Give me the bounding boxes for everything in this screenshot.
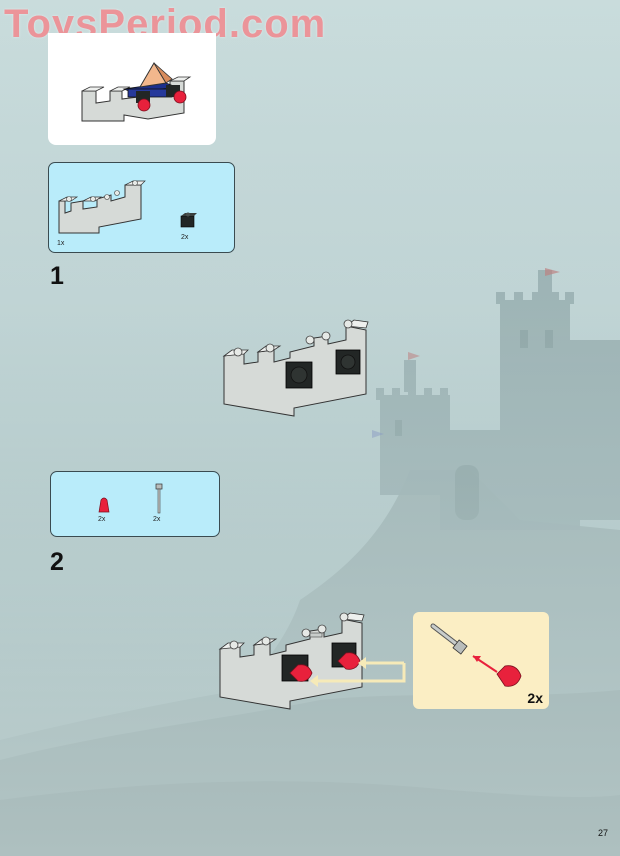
parts-2-qty-bar: 2x bbox=[153, 516, 161, 523]
step-number-1: 1 bbox=[50, 262, 64, 290]
previous-step-result bbox=[48, 33, 216, 145]
parts-2-qty-cone: 2x bbox=[98, 516, 106, 523]
parts-1-qty-brick: 2x bbox=[181, 234, 189, 241]
subassembly-image bbox=[430, 623, 522, 687]
subassembly-qty: 2x bbox=[527, 690, 543, 706]
gray-bar-part bbox=[155, 483, 163, 514]
red-cone-part bbox=[98, 497, 110, 513]
page-number: 27 bbox=[597, 828, 608, 838]
black-brick-part bbox=[180, 212, 197, 228]
parts-list-1: 1x 2x bbox=[48, 162, 235, 253]
curved-castle-wall-part bbox=[58, 180, 146, 234]
parts-1-qty-wall: 1x bbox=[57, 240, 65, 247]
step-1-assembly-image bbox=[222, 319, 369, 417]
previous-assembly-image bbox=[81, 62, 192, 122]
parts-list-2: 2x 2x bbox=[50, 471, 220, 537]
step-number-2: 2 bbox=[50, 548, 64, 576]
subassembly-callout: 2x bbox=[413, 612, 549, 709]
step-2-assembly-image bbox=[218, 612, 406, 710]
